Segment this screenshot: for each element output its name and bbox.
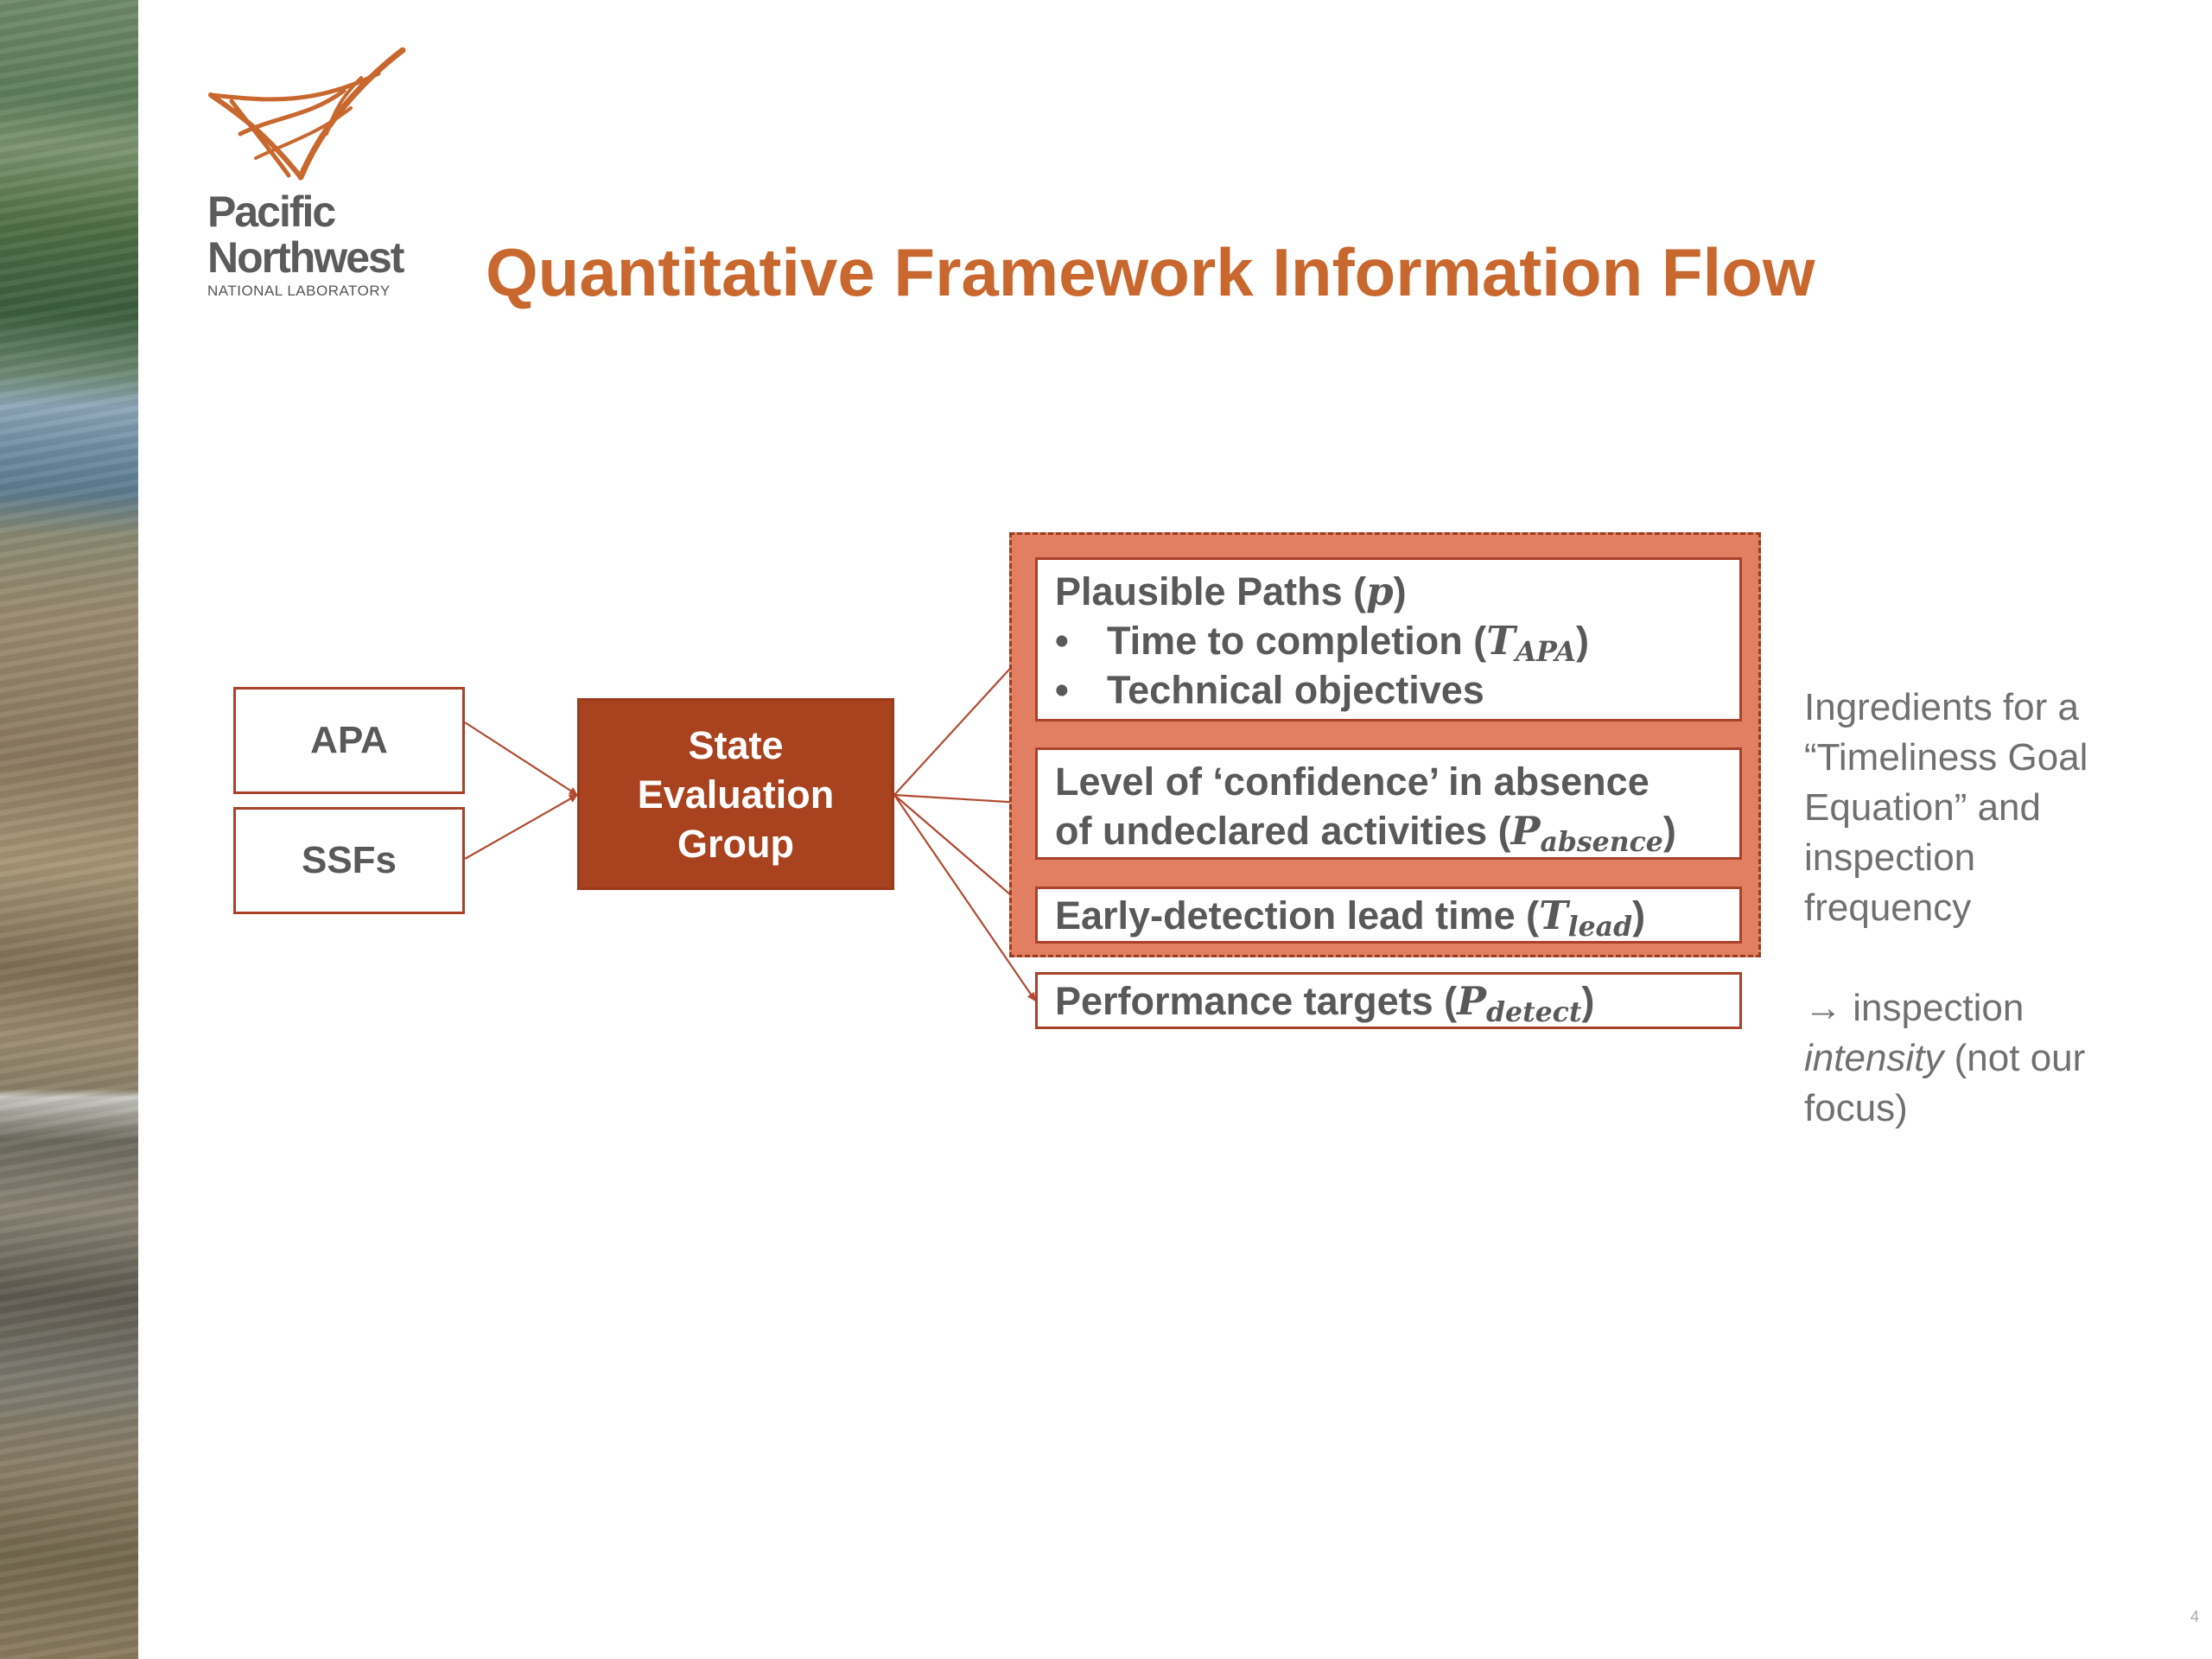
bullet-time-to-completion: • Time to completion (TAPA) (1055, 618, 1589, 668)
seg-line-2: Evaluation (637, 772, 835, 817)
arrow-apa-to-seg (464, 721, 578, 796)
confidence-line-1: Level of ‘confidence’ in absence (1055, 760, 1649, 804)
plausible-paths-box: Plausible Paths (p) • Time to completion… (1035, 557, 1742, 721)
slide-title: Quantitative Framework Information Flow (486, 234, 1815, 310)
plausible-paths-label: Plausible Paths ( (1055, 569, 1367, 613)
logo-mark-icon (208, 48, 406, 181)
confidence-line-2: of undeclared activities (Pabsence) (1055, 808, 1676, 858)
plausible-paths-symbol: p (1366, 569, 1394, 614)
lead-time-box: Early-detection lead time (Tlead) (1035, 887, 1742, 944)
page-number: 4 (2190, 1608, 2199, 1625)
side-note: Ingredients for a “Timeliness Goal Equat… (1804, 686, 2088, 1129)
logo-text-northwest: Northwest (207, 233, 404, 282)
logo-text-pacific: Pacific (207, 188, 336, 236)
performance-targets-box: Performance targets (Pdetect) (1035, 972, 1742, 1029)
arrow-ssfs-to-seg (464, 794, 578, 860)
bullet-technical-objectives: • Technical objectives (1055, 668, 1484, 712)
apa-label: APA (310, 719, 388, 761)
logo-text-national-laboratory: NATIONAL LABORATORY (207, 283, 391, 299)
apa-box: APA (233, 687, 465, 794)
ssfs-box: SSFs (233, 807, 465, 914)
arrow-seg-to-targets (893, 794, 1036, 1001)
pnnl-logo: Pacific Northwest NATIONAL LABORATORY (206, 48, 413, 307)
state-evaluation-group-box: State Evaluation Group (577, 698, 894, 890)
confidence-box: Level of ‘confidence’ in absence of unde… (1035, 747, 1742, 860)
background-photo-strip (0, 0, 138, 1659)
ssfs-label: SSFs (301, 839, 397, 881)
seg-line-3: Group (677, 821, 794, 866)
seg-line-1: State (688, 722, 784, 767)
